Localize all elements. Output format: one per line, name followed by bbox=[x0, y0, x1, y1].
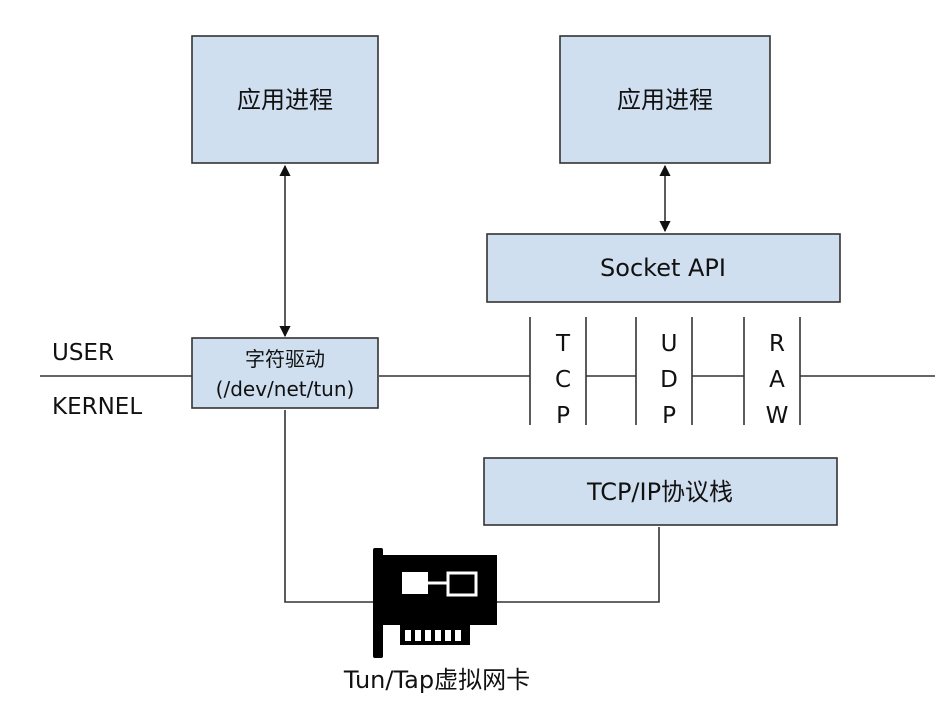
protocol-raw-letter-1: R bbox=[769, 331, 785, 357]
protocol-udp-letter-1: U bbox=[661, 331, 678, 357]
char-driver-path: (/dev/net/tun) bbox=[216, 377, 355, 401]
protocol-tcp-letter-1: T bbox=[555, 331, 571, 357]
protocol-raw-letter-2: A bbox=[769, 367, 785, 393]
network-card-icon bbox=[373, 548, 497, 658]
protocol-raw: R A W bbox=[743, 317, 801, 429]
protocol-udp-letter-2: D bbox=[660, 367, 678, 393]
app-process-left-label: 应用进程 bbox=[237, 86, 333, 114]
app-process-left-box bbox=[191, 35, 379, 164]
protocol-udp-letter-3: P bbox=[662, 403, 676, 429]
kernel-label: KERNEL bbox=[52, 394, 142, 420]
tcpip-stack-box bbox=[483, 457, 838, 526]
user-label: USER bbox=[52, 340, 114, 366]
connector-tcpip-to-nic bbox=[497, 527, 660, 603]
socket-api-box bbox=[486, 233, 841, 303]
char-driver-label: 字符驱动 bbox=[245, 347, 325, 371]
protocol-tcp-letter-3: P bbox=[556, 403, 570, 429]
char-driver-box bbox=[191, 337, 379, 409]
nic-caption: Tun/Tap虚拟网卡 bbox=[343, 666, 530, 694]
app-process-right-box bbox=[559, 35, 771, 164]
app-process-right-label: 应用进程 bbox=[617, 86, 713, 114]
protocol-udp: U D P bbox=[635, 317, 693, 429]
socket-api-label: Socket API bbox=[600, 254, 726, 282]
connector-char-driver-to-nic bbox=[284, 410, 378, 603]
protocol-tcp: T C P bbox=[529, 317, 587, 429]
protocol-tcp-letter-2: C bbox=[555, 367, 571, 393]
tcpip-stack-label: TCP/IP协议栈 bbox=[586, 478, 733, 506]
protocol-raw-letter-3: W bbox=[766, 403, 789, 429]
